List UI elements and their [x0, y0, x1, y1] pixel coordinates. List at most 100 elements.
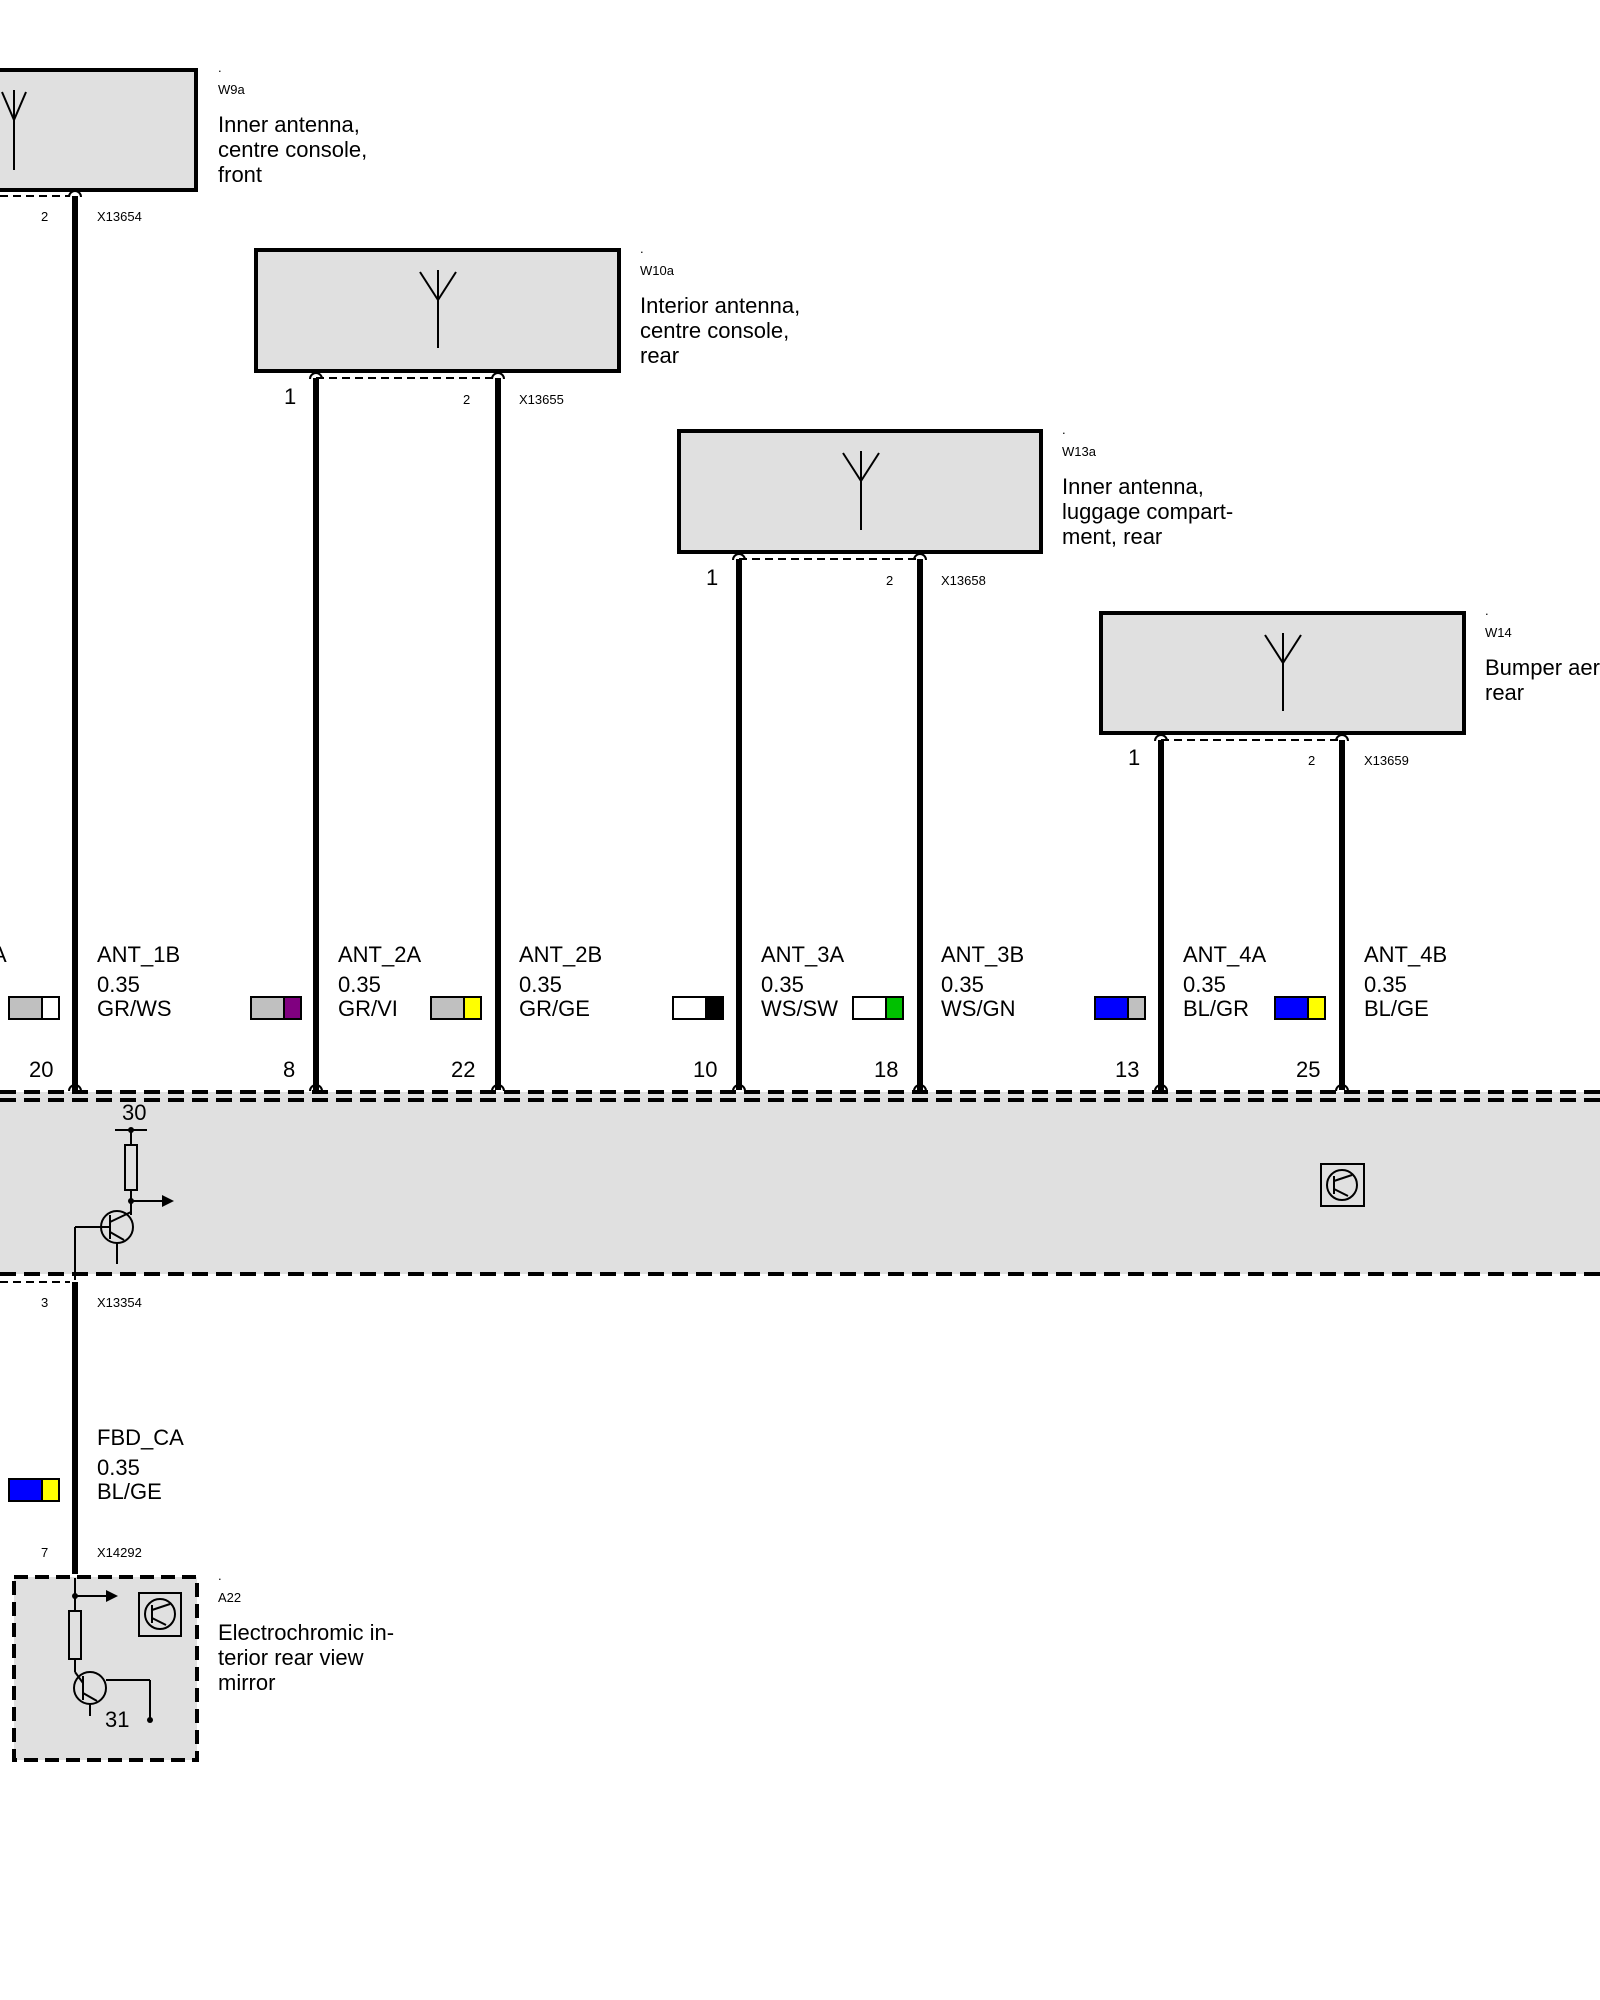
- antenna-wires: [72, 196, 1345, 1090]
- ground-terminal-31: 31: [105, 1707, 129, 1732]
- w14-id: W14: [1485, 625, 1512, 640]
- wire-fbd-ca: FBD_CA 0.35 BL/GE 7 X14292: [0, 1281, 184, 1574]
- w9a-id: W9a: [218, 82, 246, 97]
- w9a-connector: X13654: [97, 209, 142, 224]
- w10a-pin-left: 1: [284, 384, 296, 409]
- w10a-desc-line-2: centre console,: [640, 318, 789, 343]
- a22-id: A22: [218, 1590, 241, 1605]
- wire-pin: 25: [1296, 1057, 1320, 1082]
- antenna-w9a-box: [0, 68, 198, 192]
- antenna-w10a: . W10a Interior antenna, centre console,…: [254, 241, 800, 409]
- wire-color: BL/GE: [1364, 996, 1429, 1021]
- wire-label-ant-4a: ANT_4A 0.35 BL/GR 13: [1094, 942, 1266, 1082]
- w14-dot: .: [1485, 603, 1489, 618]
- color-swatch: [1094, 996, 1146, 1020]
- w14-desc-line-2: rear: [1485, 680, 1524, 705]
- w13a-pin-right: 2: [886, 573, 893, 588]
- antenna-icon: [419, 270, 457, 348]
- w13a-desc-line-2: luggage compart-: [1062, 499, 1233, 524]
- wire-label-ant-3b: ANT_3B 0.35 WS/GN 18: [852, 942, 1024, 1082]
- a22-desc-line-1: Electrochromic in-: [218, 1620, 394, 1645]
- wire-name: ANT_2B: [519, 942, 602, 967]
- wire-color: GR/GE: [519, 996, 590, 1021]
- a22-desc-line-2: terior rear view: [218, 1645, 364, 1670]
- wire-name: FBD_CA: [97, 1425, 184, 1450]
- color-swatch: [8, 1478, 60, 1502]
- connector-marks: [68, 190, 1349, 1092]
- w14-desc-line-1: Bumper aer: [1485, 655, 1600, 680]
- color-swatch: [672, 996, 724, 1020]
- a22-pin: 7: [41, 1545, 48, 1560]
- color-swatch: [250, 996, 302, 1020]
- mirror-circuit: [68, 1578, 153, 1723]
- w9a-pin: 2: [41, 209, 48, 224]
- wire-name: ANT_3A: [761, 942, 844, 967]
- wire-color: GR/VI: [338, 996, 398, 1021]
- wire-color: BL/GE: [97, 1479, 162, 1504]
- antenna-w14: . W14 Bumper aer rear 1 2 X13659: [1099, 603, 1600, 770]
- w14-pin-left: 1: [1128, 745, 1140, 770]
- color-swatch: [430, 996, 482, 1020]
- wire-name: ANT_4A: [1183, 942, 1266, 967]
- w13a-id: W13a: [1062, 444, 1097, 459]
- wire-pin: 13: [1115, 1057, 1139, 1082]
- w9a-desc-line-1: Inner antenna,: [218, 112, 360, 137]
- w10a-dot: .: [640, 241, 644, 256]
- antenna-w9a: . W9a Inner antenna, centre console, fro…: [0, 60, 367, 224]
- wire-pin: 18: [874, 1057, 898, 1082]
- w13a-connector: X13658: [941, 573, 986, 588]
- w10a-pin-right: 2: [463, 392, 470, 407]
- color-swatch: [8, 996, 60, 1020]
- wire-color: GR/WS: [97, 996, 172, 1021]
- wire-gauge: 0.35: [97, 972, 140, 997]
- w14-connector: X13659: [1364, 753, 1409, 768]
- w13a-pin-left: 1: [706, 565, 718, 590]
- wire-gauge: 0.35: [97, 1455, 140, 1480]
- wire-pin: 20: [29, 1057, 53, 1082]
- wire-color: WS/GN: [941, 996, 1016, 1021]
- wire-gauge: 0.35: [941, 972, 984, 997]
- wire-label-ant-2b: ANT_2B 0.35 GR/GE 22: [430, 942, 602, 1082]
- wire-label-ant-3a: ANT_3A 0.35 WS/SW 10: [672, 942, 844, 1082]
- control-unit-pin: 3: [41, 1295, 48, 1310]
- color-swatch: [852, 996, 904, 1020]
- w9a-dot: .: [218, 60, 222, 75]
- wire-pin: 22: [451, 1057, 475, 1082]
- transistor-circuit: [74, 1127, 174, 1280]
- w9a-desc-line-2: centre console,: [218, 137, 367, 162]
- control-unit-body: [0, 1092, 1600, 1274]
- wire-gauge: 0.35: [1183, 972, 1226, 997]
- wire-name: ANT_1B: [97, 942, 180, 967]
- mirror-a22-box: [12, 1575, 199, 1762]
- wire-gauge: 0.35: [1364, 972, 1407, 997]
- w13a-dot: .: [1062, 422, 1066, 437]
- w10a-connector: X13655: [519, 392, 564, 407]
- color-swatch: [1274, 996, 1326, 1020]
- mirror-a22: 31 . A22 Electrochromic in- terior rear …: [12, 1568, 394, 1762]
- w10a-id: W10a: [640, 263, 675, 278]
- wire-label-ant-4b: ANT_4B 0.35 BL/GE 25: [1274, 942, 1447, 1082]
- antenna-icon: [1264, 633, 1302, 711]
- control-unit-connector: X13354: [97, 1295, 142, 1310]
- wire-gauge: 0.35: [519, 972, 562, 997]
- antenna-icon: [842, 451, 880, 530]
- wire-name: ANT_4B: [1364, 942, 1447, 967]
- wire-label-ant-2a: ANT_2A 0.35 GR/VI 8: [250, 942, 421, 1082]
- a22-dot: .: [218, 1568, 222, 1583]
- wire-name: ANT_3B: [941, 942, 1024, 967]
- electronic-module-icon: [138, 1592, 182, 1637]
- antenna-icon: [1, 90, 27, 170]
- wire-gauge: 0.35: [338, 972, 381, 997]
- wire-name: ANT_2A: [338, 942, 421, 967]
- w14-pin-right: 2: [1308, 753, 1315, 768]
- wire-color: BL/GR: [1183, 996, 1249, 1021]
- w13a-desc-line-3: ment, rear: [1062, 524, 1162, 549]
- supply-terminal-30: 30: [122, 1100, 146, 1125]
- a22-desc-line-3: mirror: [218, 1670, 275, 1695]
- electronic-module-icon: [1320, 1163, 1365, 1207]
- wire-label-ant-1b: ANT_1B 0.35 GR/WS 20: [8, 942, 180, 1082]
- wire-pin: 8: [283, 1057, 295, 1082]
- left-cut-label: A: [0, 942, 7, 967]
- wire-color: WS/SW: [761, 996, 838, 1021]
